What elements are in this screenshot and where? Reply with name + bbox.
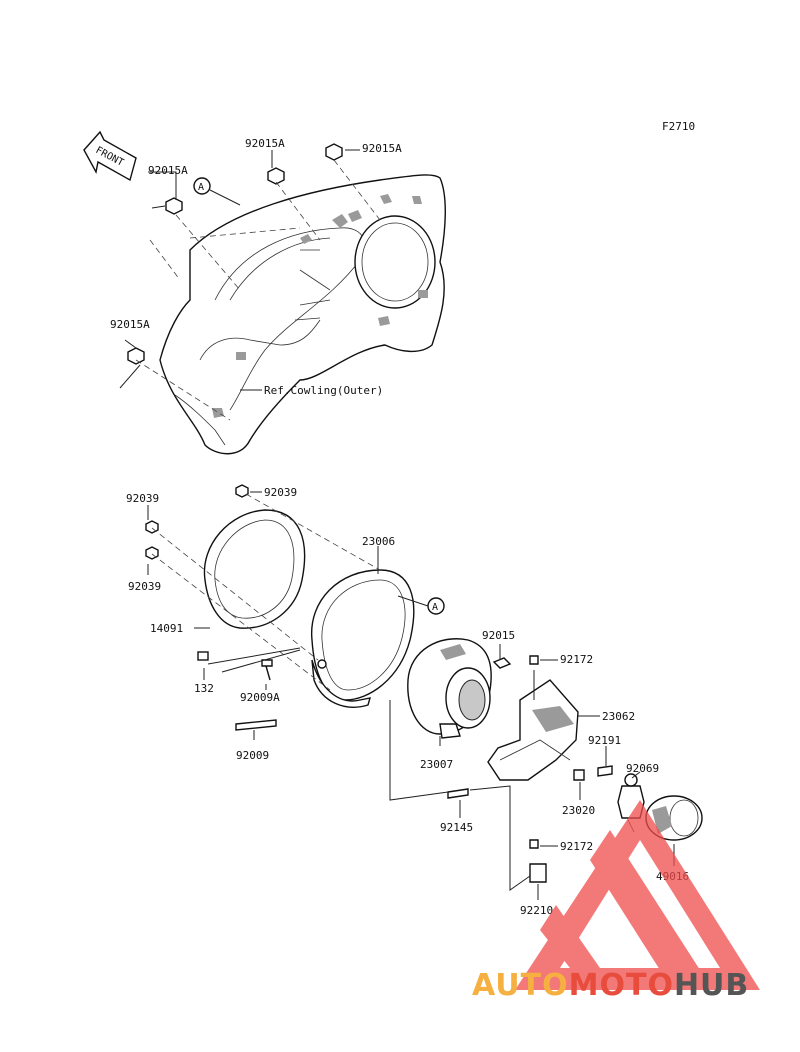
label-92015: 92015 xyxy=(482,629,515,642)
label-92191: 92191 xyxy=(588,734,621,747)
label-23007: 23007 xyxy=(420,758,453,771)
label-132: 132 xyxy=(194,682,214,695)
label-92009: 92009 xyxy=(236,749,269,762)
label-23020: 23020 xyxy=(562,804,595,817)
automotohub-wordmark: AUTOMOTOHUB xyxy=(472,968,749,1003)
callout-a-top: A xyxy=(193,177,241,206)
front-arrow-icon: FRONT xyxy=(83,130,137,182)
label-92210: 92210 xyxy=(520,904,553,917)
leader-lines-top xyxy=(119,149,381,421)
ref-cowling-label: Ref.Cowling(Outer) xyxy=(264,384,383,397)
callout-a-lower: A xyxy=(397,595,445,615)
label-92172-2: 92172 xyxy=(560,840,593,853)
label-92069: 92069 xyxy=(626,762,659,775)
svg-text:A: A xyxy=(198,182,204,193)
label-92145: 92145 xyxy=(440,821,473,834)
label-92015a-1: 92015A xyxy=(245,137,285,150)
label-92015a-2: 92015A xyxy=(362,142,402,155)
label-92039-1: 92039 xyxy=(264,486,297,499)
label-92172-1: 92172 xyxy=(560,653,593,666)
automotohub-logo xyxy=(515,800,760,990)
label-92039-3: 92039 xyxy=(128,580,161,593)
cowling-inner-assembly xyxy=(159,174,446,455)
rim-14091 xyxy=(203,509,306,629)
bracket-23062 xyxy=(487,679,579,781)
label-14091: 14091 xyxy=(150,622,183,635)
label-23006: 23006 xyxy=(362,535,395,548)
figure-code: F2710 xyxy=(662,120,695,133)
label-23062: 23062 xyxy=(602,710,635,723)
label-92015a-4: 92015A xyxy=(110,318,150,331)
leader-lines-lower xyxy=(147,491,675,900)
svg-text:A: A xyxy=(432,602,438,613)
label-92015a-3: 92015A xyxy=(148,164,188,177)
reflector-23007 xyxy=(407,638,492,739)
label-92039-2: 92039 xyxy=(126,492,159,505)
housing-23006 xyxy=(311,569,415,708)
svg-text:AUTOMOTOHUB: AUTOMOTOHUB xyxy=(472,968,749,1003)
label-92009a: 92009A xyxy=(240,691,280,704)
